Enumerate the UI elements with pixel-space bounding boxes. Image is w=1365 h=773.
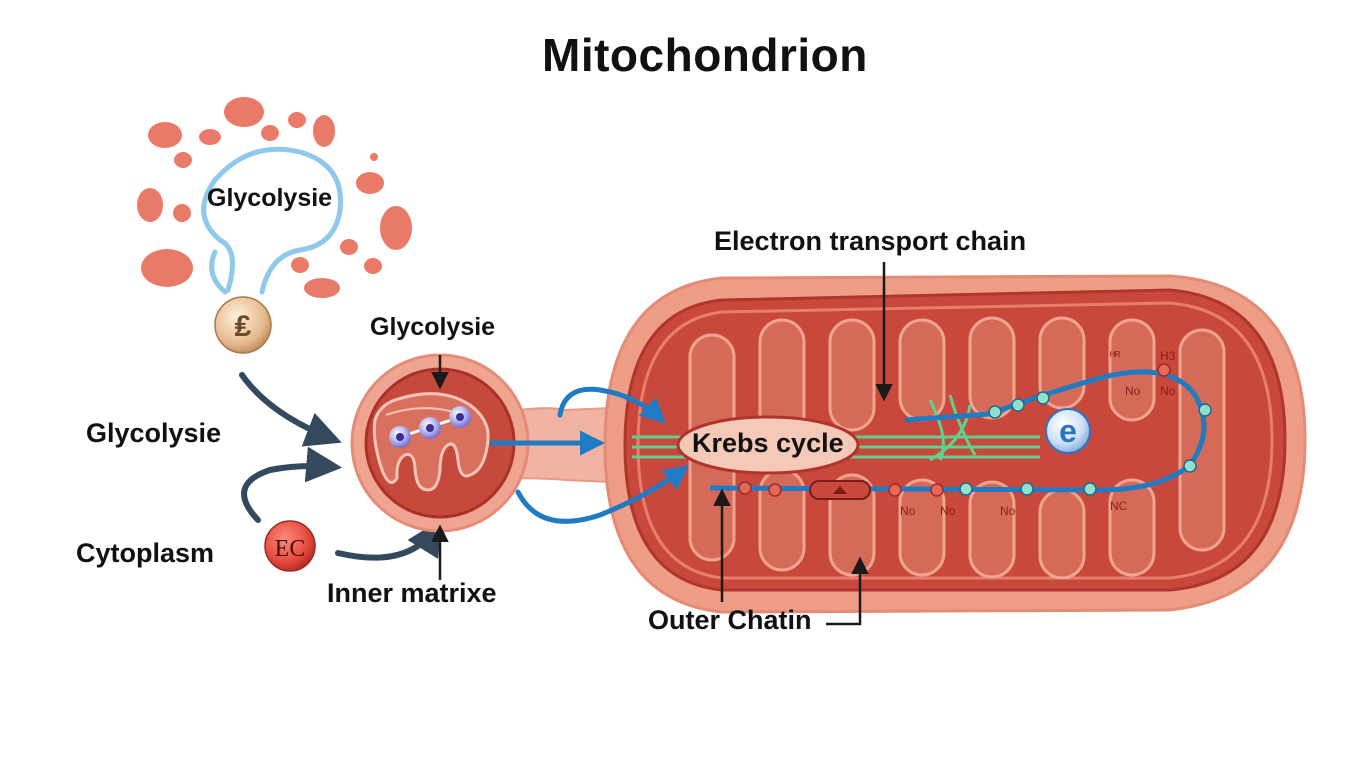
glycolysis-cloud xyxy=(137,97,412,298)
cristae-group xyxy=(688,316,1226,580)
label-inner-matrix: Inner matrixe xyxy=(327,578,497,608)
diagram-title: Mitochondrion xyxy=(542,29,868,81)
chain-nodes-red xyxy=(738,363,1171,497)
chain-annotation-marks: ᴴᴿ H3 No No No No No NC xyxy=(900,349,1176,518)
svg-text:No: No xyxy=(1125,384,1141,398)
svg-text:H3: H3 xyxy=(1160,349,1176,363)
red-coin-symbol: EC xyxy=(275,536,306,562)
label-glycolysis-cloud: Glycolysie xyxy=(207,184,333,212)
arrow-top-curve xyxy=(557,386,666,424)
chain-nodes xyxy=(959,391,1212,496)
arrow-cytoplasm-to-organelle xyxy=(241,446,343,523)
svg-text:NC: NC xyxy=(1110,499,1128,513)
electron-symbol: e xyxy=(1059,413,1077,449)
svg-text:No: No xyxy=(900,504,916,518)
svg-text:No: No xyxy=(1000,504,1016,518)
label-glycolysis-left: Glycolysie xyxy=(86,418,222,448)
arrow-coin-to-organelle xyxy=(239,372,342,447)
label-glycolysis-organelle: Glycolysie xyxy=(370,313,496,341)
label-electron-transport-chain: Electron transport chain xyxy=(714,226,1027,256)
label-outer-chain: Outer Chatin xyxy=(648,605,812,635)
svg-text:No: No xyxy=(1160,384,1176,398)
electron-icon: e xyxy=(1045,408,1091,454)
arrow-bottom-curve xyxy=(515,464,689,524)
energy-coin-icon: ₤ xyxy=(214,296,272,354)
large-mitochondrion: ᴴᴿ H3 No No No No No NC e xyxy=(603,274,1307,614)
label-krebs-cycle: Krebs cycle xyxy=(692,428,844,458)
glycolysis-membrane-loop xyxy=(201,146,343,295)
cytoplasm-blobs xyxy=(137,97,412,298)
svg-text:ᴴᴿ: ᴴᴿ xyxy=(1110,349,1121,363)
small-organelle xyxy=(350,353,611,533)
label-pointers-large xyxy=(713,262,893,626)
glycolysis-membrane-loop-2 xyxy=(209,249,228,295)
coin-symbol: ₤ xyxy=(235,310,252,343)
svg-text:No: No xyxy=(940,504,956,518)
electron-transport-chain: ᴴᴿ H3 No No No No No NC xyxy=(709,349,1212,518)
label-cytoplasm: Cytoplasm xyxy=(76,538,215,568)
red-coin-icon: EC xyxy=(264,520,316,572)
krebs-cycle-node xyxy=(676,415,860,475)
blue-arrows xyxy=(489,386,689,524)
